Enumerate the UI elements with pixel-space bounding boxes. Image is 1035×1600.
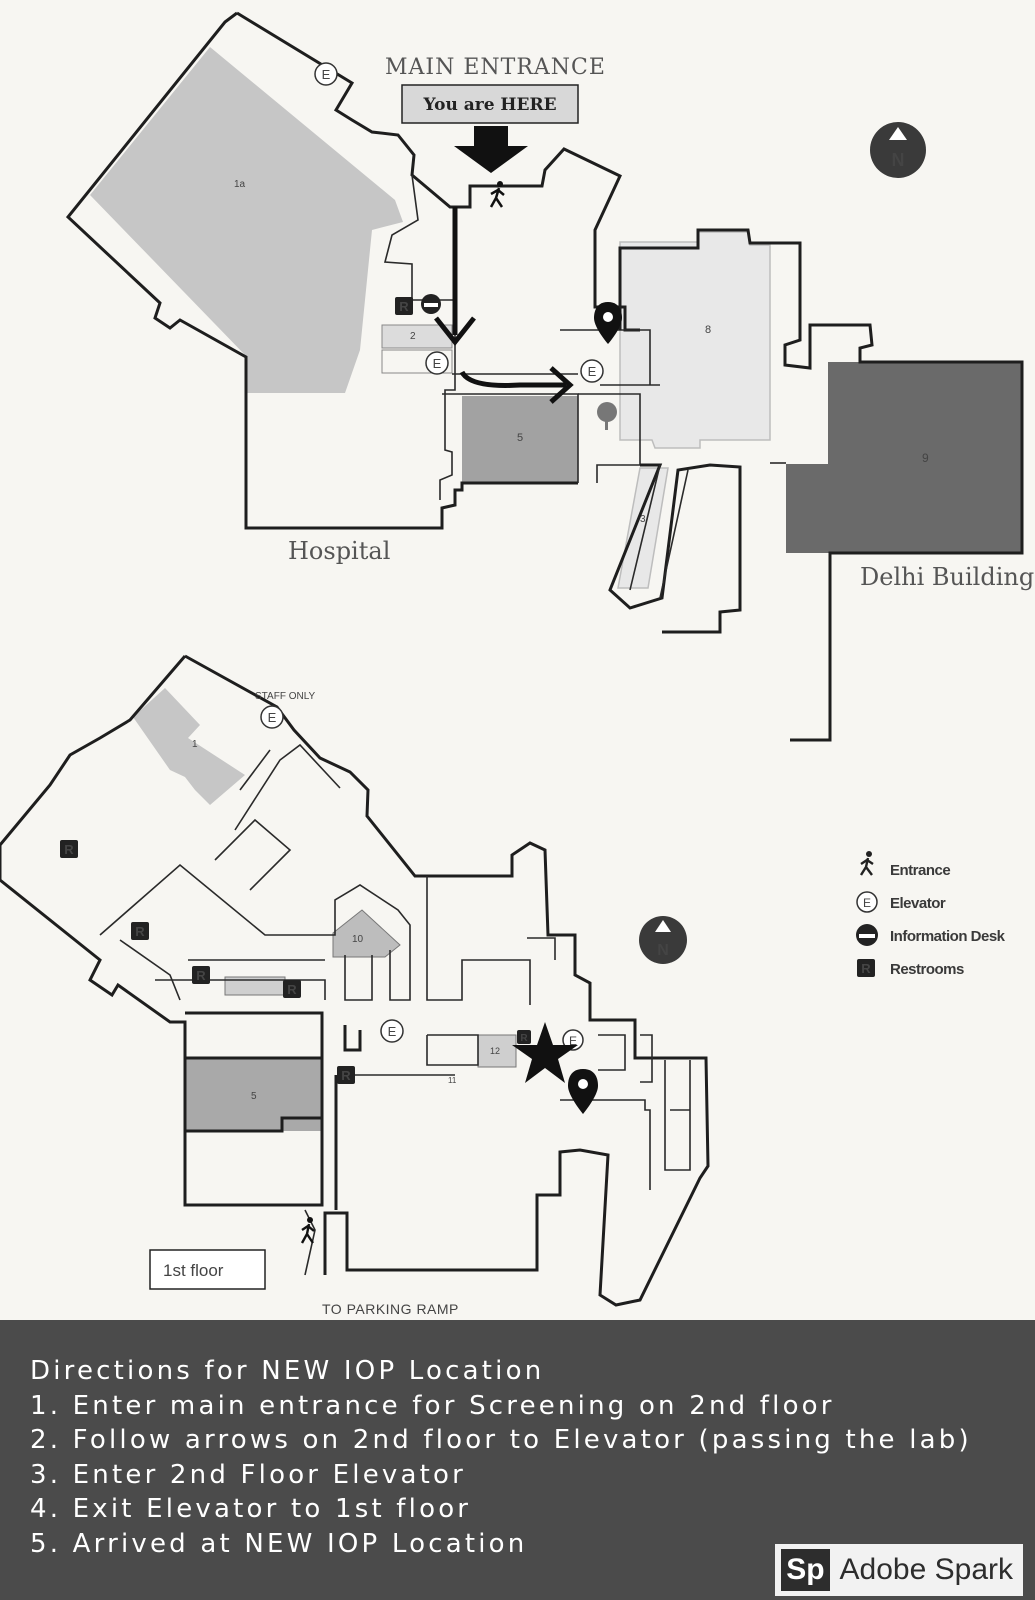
- adobe-spark-badge: Sp Adobe Spark: [775, 1544, 1023, 1596]
- svg-text:E: E: [388, 1024, 397, 1039]
- staff-only-label: STAFF ONLY: [255, 691, 316, 702]
- svg-text:E: E: [863, 896, 871, 910]
- direction-step: 4. Exit Elevator to 1st floor: [30, 1494, 472, 1524]
- restroom-icon: R: [192, 966, 210, 984]
- room-3-label: 3: [640, 514, 646, 525]
- svg-text:R: R: [135, 924, 145, 939]
- room-3: [617, 467, 669, 589]
- room-5-label: 5: [517, 432, 523, 444]
- room-12: [477, 1034, 517, 1068]
- map-legend: Entrance E Elevator Information Desk R R…: [856, 851, 1006, 978]
- legend-entrance-label: Entrance: [890, 862, 950, 879]
- main-entrance-label: MAIN ENTRANCE: [385, 55, 606, 80]
- svg-text:N: N: [657, 942, 669, 959]
- legend-information-desk-label: Information Desk: [890, 928, 1006, 945]
- hospital-west-wall: [65, 11, 578, 530]
- restroom-icon: R: [60, 840, 78, 858]
- svg-text:R: R: [520, 1033, 528, 1044]
- restroom-icon: R: [283, 980, 301, 998]
- restroom-icon: R: [337, 1066, 355, 1084]
- room-5: [462, 396, 578, 482]
- restroom-icon: R: [517, 1030, 531, 1044]
- tree-icon: [597, 402, 617, 430]
- annex-wall: [618, 228, 1024, 742]
- directions-panel: Directions for NEW IOP Location 1. Enter…: [0, 1320, 1035, 1600]
- direction-step: 2. Follow arrows on 2nd floor to Elevato…: [30, 1425, 972, 1455]
- you-are-here-box: [401, 84, 579, 124]
- annex-south-wall: [608, 463, 742, 634]
- room-12-label: 12: [490, 1046, 500, 1056]
- delhi-building-label: Delhi Building: [860, 563, 1034, 591]
- first-floor-map: STAFF ONLY TO PARKING RAMP 1st floor 1 1…: [0, 654, 710, 1317]
- direction-step: 1. Enter main entrance for Screening on …: [30, 1390, 835, 1421]
- legend-elevator-label: Elevator: [890, 895, 946, 912]
- svg-text:R: R: [341, 1068, 351, 1083]
- room-11-label: 11: [448, 1076, 457, 1085]
- svg-text:R: R: [64, 842, 74, 857]
- room-9: [786, 362, 1022, 553]
- room-1-label: 1: [192, 739, 198, 750]
- elevator-icon: E: [856, 891, 878, 913]
- location-pin-icon: [594, 302, 622, 344]
- svg-text:E: E: [433, 356, 442, 371]
- room-9-label: 9: [922, 451, 929, 465]
- elevator-icon: E: [314, 62, 338, 86]
- elevator-icon: E: [580, 359, 604, 383]
- room-1a-label: 1a: [234, 179, 246, 190]
- elevator-icon: E: [425, 351, 449, 375]
- svg-text:E: E: [268, 710, 277, 725]
- parking-ramp-label: TO PARKING RAMP: [322, 1301, 459, 1317]
- down-arrow-icon: [454, 126, 528, 173]
- svg-text:N: N: [892, 150, 905, 170]
- room-5-1f-label: 5: [251, 1091, 257, 1102]
- room-1a: [90, 47, 403, 393]
- svg-text:R: R: [196, 968, 206, 983]
- hospital-label: Hospital: [288, 537, 390, 565]
- elevator-icon: E: [260, 705, 284, 729]
- direction-step: 3. Enter 2nd Floor Elevator: [30, 1459, 467, 1490]
- floor-label-box: [149, 1249, 266, 1290]
- room-1: [133, 688, 245, 805]
- hospital-outer-wall: [236, 11, 640, 332]
- north-arrow-icon: N: [639, 916, 687, 964]
- entrance-icon: [859, 851, 874, 876]
- svg-text:R: R: [287, 982, 297, 997]
- north-arrow-icon: N: [870, 122, 926, 178]
- adobe-spark-logo-icon: Sp: [781, 1549, 830, 1591]
- room-10-label: 10: [352, 934, 364, 945]
- route-arrow: [459, 370, 566, 388]
- entrance-icon: [489, 181, 505, 208]
- hospital-map: MAIN ENTRANCE You are HERE Hospital Delh…: [0, 11, 1034, 1317]
- svg-text:E: E: [322, 67, 331, 82]
- second-floor-map: MAIN ENTRANCE You are HERE Hospital Delh…: [65, 11, 1034, 742]
- room-10: [332, 909, 401, 958]
- information-desk-icon: [856, 924, 878, 946]
- elevator-icon: E: [380, 1019, 404, 1043]
- legend-restrooms-label: Restrooms: [890, 961, 964, 978]
- direction-step: 5. Arrived at NEW IOP Location: [30, 1528, 528, 1559]
- location-pin-icon: [568, 1069, 598, 1114]
- route-arrow-head: [434, 316, 476, 347]
- you-are-here-label: You are HERE: [422, 95, 556, 115]
- svg-text:R: R: [861, 961, 871, 976]
- route-arrow-head: [549, 366, 574, 404]
- destination-star-icon: [512, 1022, 578, 1083]
- entrance-icon: [300, 1217, 315, 1244]
- svg-text:E: E: [588, 364, 597, 379]
- room-8-label: 8: [705, 324, 711, 336]
- information-desk-icon: [421, 294, 441, 314]
- adobe-spark-name: Adobe Spark: [839, 1553, 1013, 1586]
- svg-text:E: E: [569, 1034, 577, 1048]
- restroom-icon: R: [131, 922, 149, 940]
- first-floor-outer-wall: [184, 654, 710, 1307]
- directions-title: Directions for NEW IOP Location: [30, 1356, 545, 1386]
- restroom-icon: R: [857, 959, 875, 977]
- svg-text:R: R: [399, 299, 409, 314]
- floor-label: 1st floor: [163, 1261, 224, 1280]
- restroom-icon: R: [395, 297, 413, 315]
- first-floor-west-wall: [0, 655, 324, 1207]
- room-2-label: 2: [410, 331, 416, 342]
- room-8: [619, 231, 771, 449]
